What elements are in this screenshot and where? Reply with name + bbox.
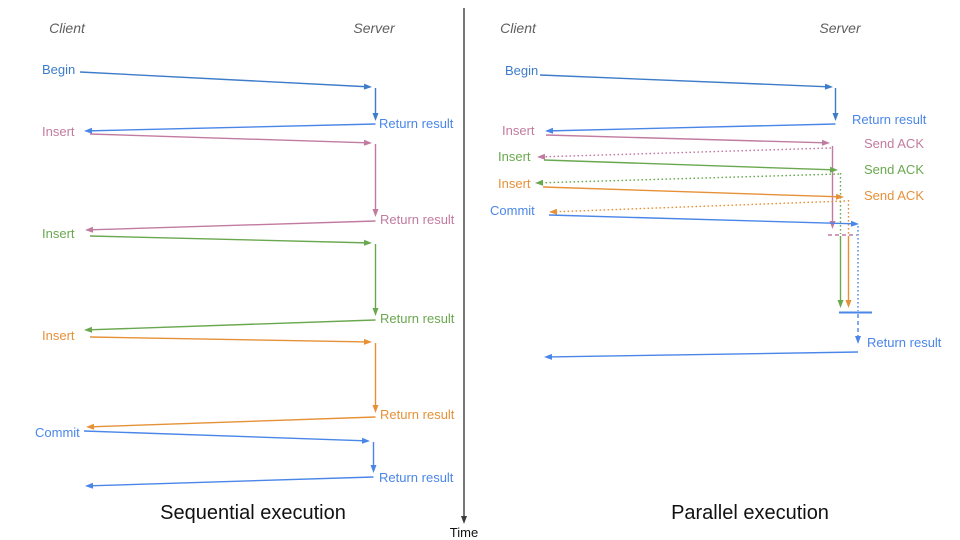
time-axis-label: Time: [450, 525, 478, 540]
sequential-insert2-return-label: Return result: [380, 311, 455, 326]
sequential-insert1-label: Insert: [42, 124, 75, 139]
sequential-insert1-return-label: Return result: [380, 212, 455, 227]
insert1-request-arrow-head: [363, 139, 372, 146]
parallel-client-header: Client: [500, 20, 537, 36]
commit-request-arrow: [548, 214, 855, 225]
sequential-insert3-return-label: Return result: [380, 407, 455, 422]
insert3-request-arrow: [542, 186, 840, 198]
insert2-process-arrow-head: [837, 300, 844, 308]
parallel-final-return-label: Return result: [867, 335, 942, 350]
commit-response-arrow-head: [85, 482, 94, 489]
insert1-request-arrow-head: [821, 139, 830, 146]
insert1-ack-arrow: [541, 147, 832, 158]
sequential-client-header: Client: [49, 20, 86, 36]
parallel-server-header: Server: [819, 20, 862, 36]
insert3-response-arrow-head: [86, 423, 95, 430]
parallel-insert1-label: Insert: [502, 123, 535, 138]
commit-response-arrow: [89, 476, 374, 487]
insert2-process-arrow-head: [372, 308, 379, 316]
sequential-insert3-label: Insert: [42, 328, 75, 343]
commit-request-arrow-head: [850, 220, 859, 227]
sequential-server-header: Server: [353, 20, 396, 36]
begin-response-arrow-head: [545, 127, 554, 134]
begin-process-arrow-head: [832, 113, 839, 121]
insert3-request-arrow-head: [363, 338, 372, 345]
parallel-insert3-label: Insert: [498, 176, 531, 191]
parallel-insert1-ack-label: Send ACK: [864, 136, 924, 151]
begin-request-arrow: [539, 74, 829, 88]
parallel-begin-return-label: Return result: [852, 112, 927, 127]
commit-process-arrow-head: [370, 465, 377, 473]
sequential-caption: Sequential execution: [160, 502, 346, 524]
commit-process-arrow-head: [855, 336, 861, 344]
insert1-ack-arrow-head: [537, 153, 546, 160]
insert3-process-arrow-head: [845, 300, 852, 308]
insert1-response-arrow-head: [85, 226, 94, 233]
begin-response-arrow-head: [84, 127, 93, 134]
insert1-response-arrow: [89, 220, 376, 231]
begin-request-arrow-head: [363, 83, 372, 90]
insert3-request-arrow-head: [835, 193, 844, 200]
insert2-request-arrow-head: [829, 166, 838, 173]
insert1-process-arrow-head: [829, 221, 836, 229]
insert2-request-arrow: [89, 235, 368, 244]
parallel-begin-label: Begin: [505, 63, 538, 78]
insert2-request-arrow: [543, 159, 834, 171]
sequential-begin-return-label: Return result: [379, 116, 454, 131]
parallel-insert2-ack-label: Send ACK: [864, 162, 924, 177]
commit-request-arrow-head: [361, 437, 370, 444]
final-response-arrow: [548, 351, 859, 358]
insert1-request-arrow: [89, 133, 368, 144]
begin-process-arrow-head: [372, 113, 379, 121]
sequential-begin-label: Begin: [42, 62, 75, 77]
parallel-caption: Parallel execution: [671, 502, 829, 524]
parallel-commit-label: Commit: [490, 203, 535, 218]
insert1-request-arrow: [545, 134, 826, 144]
insert2-request-arrow-head: [363, 239, 372, 246]
begin-response-arrow: [88, 123, 376, 132]
final-response-arrow-head: [544, 353, 553, 360]
time-axis-line-head: [461, 516, 467, 524]
insert3-ack-arrow: [553, 200, 846, 213]
insert3-response-arrow: [90, 416, 376, 428]
insert3-ack-arrow-head: [549, 208, 558, 215]
begin-request-arrow: [79, 71, 368, 88]
sequential-commit-return-label: Return result: [379, 470, 454, 485]
time-axis: Time: [450, 8, 478, 540]
insert3-process-arrow-head: [372, 405, 379, 413]
insert2-ack-arrow-head: [535, 179, 544, 186]
parallel-insert2-label: Insert: [498, 149, 531, 164]
begin-request-arrow-head: [824, 83, 833, 90]
insert1-process-arrow-head: [372, 209, 379, 217]
insert2-response-arrow: [88, 319, 376, 331]
sequential-commit-label: Commit: [35, 425, 80, 440]
commit-request-arrow: [83, 430, 366, 442]
insert2-response-arrow-head: [84, 326, 93, 333]
parallel-insert3-ack-label: Send ACK: [864, 188, 924, 203]
begin-response-arrow: [549, 123, 836, 132]
insert3-request-arrow: [89, 336, 368, 343]
insert2-ack-arrow: [539, 173, 840, 184]
sequential-insert2-label: Insert: [42, 226, 75, 241]
